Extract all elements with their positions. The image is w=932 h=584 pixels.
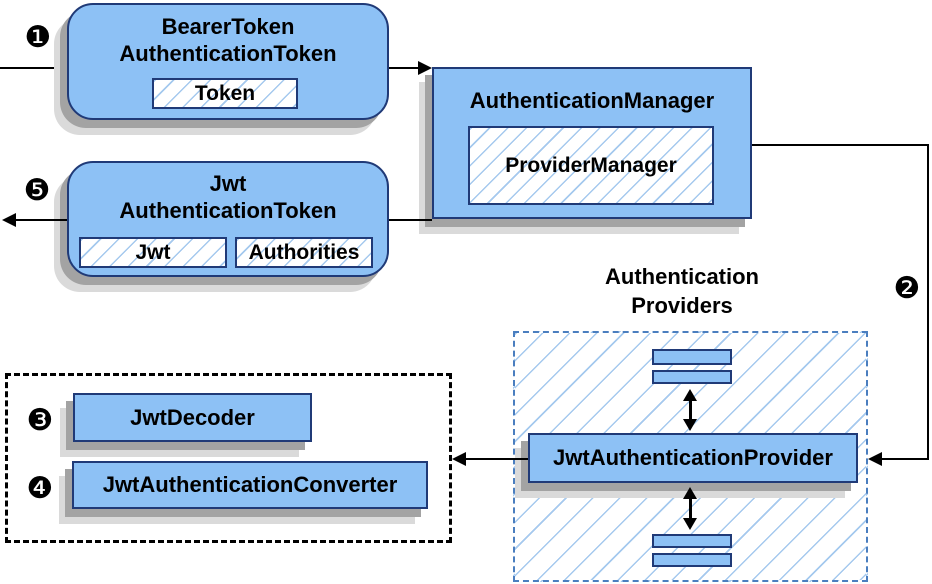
provider-stub-top-2	[652, 370, 732, 384]
arrow-bearer-to-manager-line	[389, 67, 420, 69]
arrow-provider-to-converters-head	[452, 452, 466, 466]
bearer-token-title-line2: AuthenticationToken	[119, 41, 337, 66]
jwt-authentication-converter-box: JwtAuthenticationConverter	[72, 461, 428, 509]
arrow-manager-to-provider-head	[868, 452, 882, 466]
jwt-chip: Jwt	[79, 237, 227, 268]
step-5-badge: ❺	[23, 173, 51, 208]
bearer-token-box-title: BearerToken AuthenticationToken	[69, 5, 387, 67]
authentication-providers-label-line2: Providers	[631, 293, 733, 318]
step-2-badge: ❷	[893, 271, 921, 306]
jwt-authentication-token-box: Jwt AuthenticationToken Jwt Authorities	[67, 161, 389, 277]
arrow-bearer-to-manager-head	[418, 61, 432, 75]
double-arrow-bottom	[683, 487, 697, 530]
step-3-badge: ❸	[26, 403, 54, 438]
double-arrow-top	[683, 389, 697, 431]
provider-stub-top-1	[652, 349, 732, 365]
authorities-chip: Authorities	[235, 237, 373, 268]
step-4-badge: ❹	[26, 471, 54, 506]
line-manager-to-jwt-token	[389, 219, 432, 221]
authentication-providers-group-box: JwtAuthenticationProvider	[513, 331, 868, 582]
arrow-jwt-token-out-line	[14, 219, 67, 221]
provider-manager-chip: ProviderManager	[468, 126, 714, 205]
jwt-token-box-title: Jwt AuthenticationToken	[69, 163, 387, 224]
connector-manager-into-provider-line	[882, 458, 929, 460]
jwt-decoder-box: JwtDecoder	[73, 393, 312, 442]
arrow-jwt-token-out-head	[2, 213, 16, 227]
authentication-providers-label: Authentication Providers	[552, 262, 812, 320]
token-chip: Token	[152, 78, 298, 109]
jwt-token-title-line1: Jwt	[209, 171, 247, 196]
arrow-request-in-line	[0, 67, 67, 69]
jwt-authentication-provider-box: JwtAuthenticationProvider	[528, 433, 858, 483]
authentication-providers-label-line1: Authentication	[605, 264, 759, 289]
arrow-provider-to-converters-line	[465, 458, 528, 460]
bearer-token-authentication-token-box: BearerToken AuthenticationToken Token	[67, 3, 389, 120]
provider-stub-bottom-1	[652, 534, 732, 548]
authentication-manager-box: AuthenticationManager ProviderManager	[432, 67, 752, 219]
authentication-manager-title: AuthenticationManager	[469, 88, 715, 113]
connector-manager-down-line	[927, 144, 929, 460]
connector-manager-right-line	[752, 144, 929, 146]
bearer-token-title-line1: BearerToken	[161, 14, 295, 39]
provider-stub-bottom-2	[652, 553, 732, 567]
step-1-badge: ❶	[24, 20, 52, 55]
jwt-token-title-line2: AuthenticationToken	[119, 198, 337, 223]
